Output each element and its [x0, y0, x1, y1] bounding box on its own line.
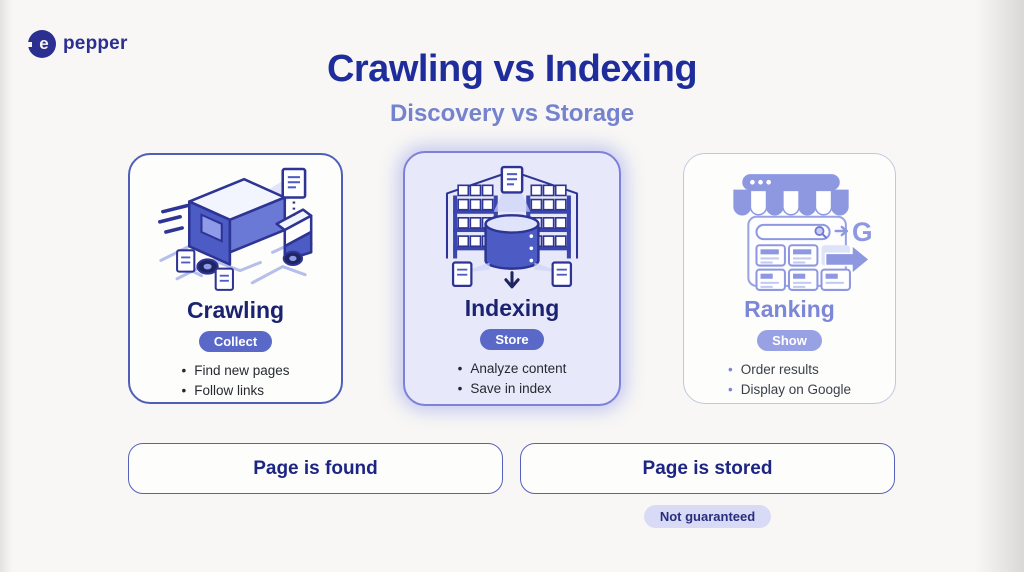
document-icon	[500, 165, 524, 194]
card-title-crawling: Crawling	[186, 297, 285, 323]
result-card	[754, 244, 786, 267]
pepper-logo: e pepper	[27, 30, 128, 58]
result-card	[787, 268, 818, 291]
arrow-right-icon	[833, 225, 848, 237]
document-icon	[280, 167, 306, 199]
pepper-logo-icon: e	[27, 30, 56, 58]
note-container: Not guaranteed	[520, 505, 895, 528]
database-icon	[484, 214, 540, 270]
card-ranking: G	[683, 153, 896, 404]
badge-show: Show	[757, 330, 822, 351]
crawling-bullets: Find new pages Follow links	[181, 361, 289, 400]
truck-icon	[157, 167, 313, 291]
card-indexing: Indexing Store Analyze content Save in i…	[403, 151, 621, 406]
warehouse-database-icon	[445, 165, 579, 289]
storefront-search-icon: G	[732, 174, 872, 291]
bullet-item: Display on Google	[728, 380, 851, 400]
bullet-item: Save in index	[458, 379, 567, 399]
card-title-ranking: Ranking	[744, 296, 835, 322]
bullet-item: Order results	[728, 360, 851, 380]
card-title-indexing: Indexing	[464, 295, 560, 321]
document-icon	[175, 249, 195, 273]
not-guaranteed-badge: Not guaranteed	[643, 505, 772, 528]
logo-wordmark: pepper	[63, 33, 128, 54]
page-is-stored-box: Page is stored	[520, 443, 895, 494]
bullet-item: Follow links	[181, 381, 289, 401]
arrow-right-icon	[824, 243, 870, 276]
badge-store: Store	[480, 329, 544, 350]
ranking-bullets: Order results Display on Google	[728, 360, 851, 399]
result-card	[754, 268, 786, 291]
page-subtitle: Discovery vs Storage	[389, 100, 635, 127]
search-icon	[813, 226, 827, 239]
document-icon	[551, 261, 573, 288]
badge-collect: Collect	[198, 331, 273, 352]
indexing-bullets: Analyze content Save in index	[458, 359, 567, 399]
document-icon	[451, 261, 473, 288]
logo-letter: e	[39, 33, 49, 53]
result-card	[819, 268, 851, 291]
bullet-item: Find new pages	[181, 361, 289, 381]
document-icon	[214, 267, 234, 291]
google-g-icon: G	[851, 217, 872, 247]
page-title: Crawling vs Indexing	[326, 48, 698, 90]
awning	[732, 189, 849, 216]
card-crawling: Crawling Collect Find new pages Follow l…	[128, 153, 343, 404]
bullet-item: Analyze content	[458, 359, 566, 379]
result-card	[787, 244, 818, 267]
arrow-down-icon	[504, 271, 520, 289]
page-is-found-box: Page is found	[128, 443, 503, 494]
